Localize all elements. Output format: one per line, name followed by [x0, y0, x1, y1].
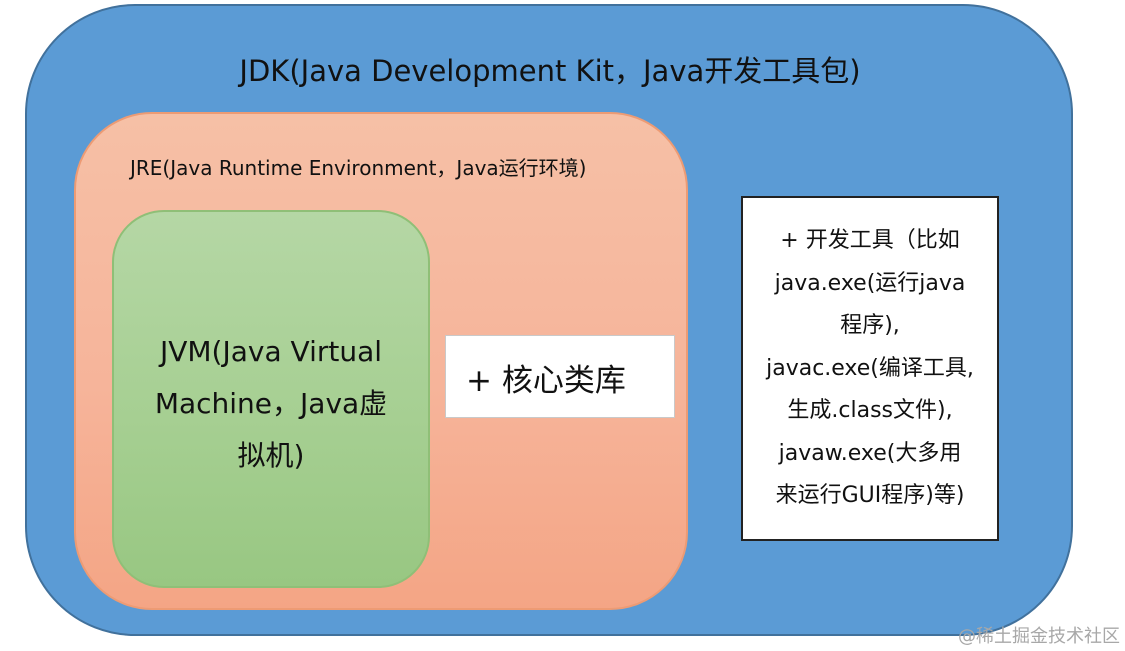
watermark: @稀土掘金技术社区 [958, 626, 1120, 647]
dev-tools-line: javac.exe(编译工具, [766, 355, 974, 381]
dev-tools-line: java.exe(运行java [774, 270, 966, 296]
dev-tools-line: 生成.class文件), [787, 398, 953, 423]
jvm-label-line: JVM(Java Virtual [159, 335, 383, 368]
dev-tools-line: + 开发工具（比如 [780, 228, 960, 253]
jre-label: JRE(Java Runtime Environment，Java运行环境) [130, 156, 587, 180]
jvm-label-line: 拟机) [237, 439, 305, 472]
dev-tools-label: + 开发工具（比如 java.exe(运行java 程序), javac.exe… [741, 220, 999, 518]
dev-tools-line: 程序), [840, 313, 900, 338]
core-library-box [445, 335, 675, 418]
jvm-container [112, 210, 430, 588]
dev-tools-line: 来运行GUI程序)等) [775, 483, 965, 508]
dev-tools-box [741, 196, 999, 541]
jvm-label: JVM(Java Virtual Machine，Java虚 拟机) [112, 326, 430, 482]
jdk-label: JDK(Java Development Kit，Java开发工具包) [239, 54, 861, 88]
jvm-label-line: Machine，Java虚 [154, 387, 388, 420]
core-library-label: + 核心类库 [466, 363, 626, 399]
dev-tools-line: javaw.exe(大多用 [778, 440, 962, 466]
